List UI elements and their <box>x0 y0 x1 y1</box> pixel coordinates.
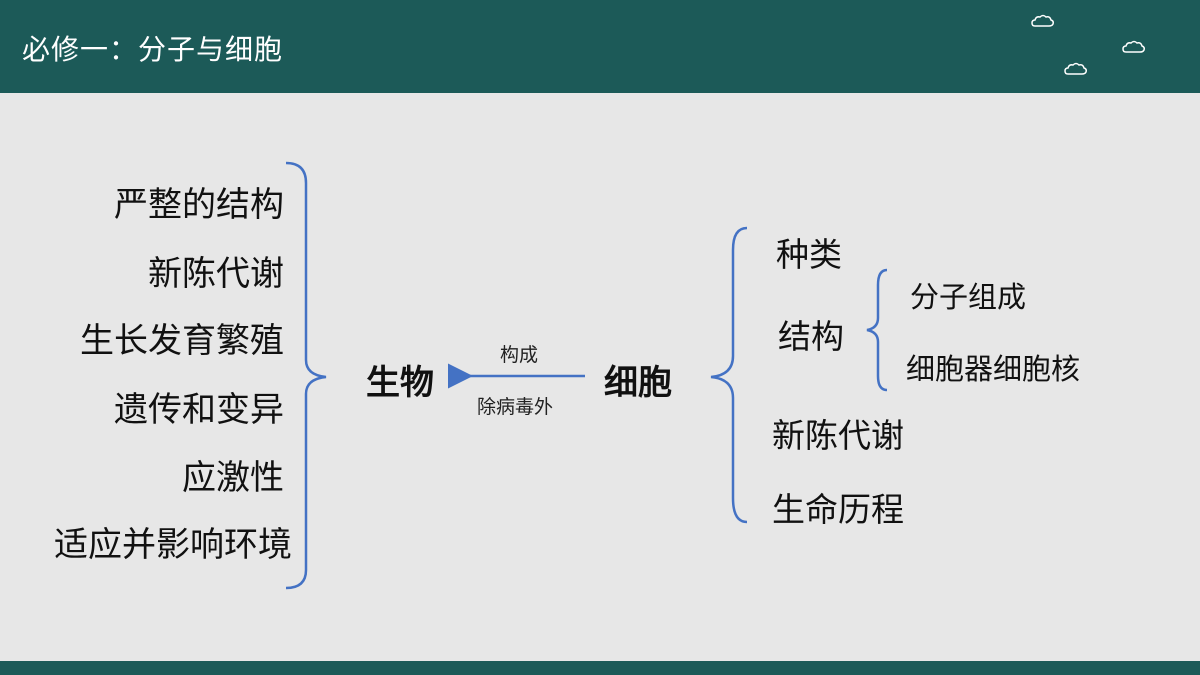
edge-label-composes: 构成 <box>500 344 539 366</box>
left-item-growth: 生长发育繁殖 <box>80 321 284 361</box>
right-item-types: 种类 <box>776 235 842 274</box>
cloud-icon <box>1064 62 1088 76</box>
cell-node: 细胞 <box>604 363 672 403</box>
cloud-icon <box>1031 14 1055 28</box>
structure-child-organelles: 细胞器细胞核 <box>906 352 1081 386</box>
right-item-life-history: 生命历程 <box>772 490 904 529</box>
header-bar: 必修一：分子与细胞 <box>0 0 1200 93</box>
right-item-structure: 结构 <box>778 317 844 356</box>
edge-label-except-virus: 除病毒外 <box>477 396 554 418</box>
structure-child-molecular: 分子组成 <box>910 280 1027 314</box>
left-bracket <box>285 161 327 590</box>
page-title: 必修一：分子与细胞 <box>22 33 284 66</box>
left-item-structure: 严整的结构 <box>114 185 284 225</box>
left-item-metabolism: 新陈代谢 <box>148 254 284 294</box>
left-item-adaptation: 适应并影响环境 <box>54 525 292 565</box>
organism-node: 生物 <box>366 363 434 403</box>
right-item-metabolism: 新陈代谢 <box>772 416 904 455</box>
cloud-icon <box>1122 40 1146 54</box>
structure-brace <box>866 268 888 392</box>
left-item-heredity: 遗传和变异 <box>114 390 284 430</box>
left-item-irritability: 应激性 <box>182 458 284 498</box>
right-brace <box>710 226 748 524</box>
footer-bar <box>0 661 1200 675</box>
